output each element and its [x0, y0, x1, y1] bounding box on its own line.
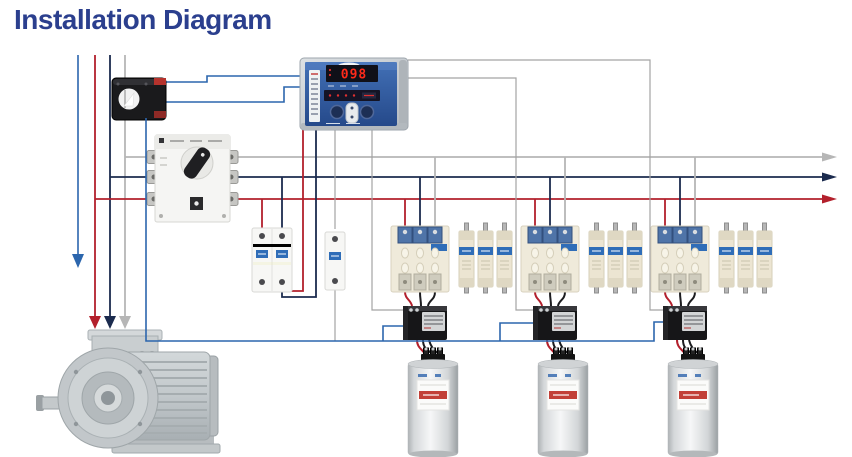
controller-rocker [345, 102, 359, 124]
capacitor-2 [537, 347, 589, 457]
bus-s-arrow-icon [822, 172, 837, 182]
control-fuse-2pole [251, 227, 293, 293]
phase-r-down-arrow-icon [89, 316, 101, 329]
phase-s-down-arrow-icon [104, 316, 116, 329]
display-value: 098 [341, 68, 367, 83]
ct-secondary-wires [166, 75, 300, 103]
contactor-1 [403, 306, 447, 340]
switch-feeds [95, 156, 147, 200]
fuse-base-3 [650, 225, 710, 293]
page-title: Installation Diagram [14, 4, 272, 35]
nh-fuses-2 [588, 222, 643, 294]
contactor-3 [663, 306, 707, 340]
bus-r-arrow-icon [822, 194, 837, 204]
motor [36, 329, 221, 454]
coil-common-chain [145, 118, 663, 342]
blue-down-arrow-icon [72, 254, 84, 268]
capacitor-3 [667, 347, 719, 457]
fuse-base-1 [390, 225, 450, 293]
nh-fuses-1 [458, 222, 513, 294]
bus-lines [238, 152, 837, 204]
current-transformer [111, 77, 167, 121]
ct-window [118, 88, 140, 110]
controller-button-right [359, 104, 375, 120]
branch-phase-taps [404, 157, 696, 227]
main-display [326, 65, 378, 82]
switch-handle [183, 147, 211, 179]
capacitor-1 [407, 347, 459, 457]
fuse-to-contactor-wires [404, 291, 696, 307]
phase-t-down-arrow-icon [119, 316, 131, 329]
changeover-switch [146, 134, 239, 223]
ct-terminal-red [154, 78, 166, 85]
contactor-2 [533, 306, 577, 340]
power-factor-controller: 098 [299, 57, 409, 131]
bus-t-arrow-icon [822, 152, 837, 162]
controller-button-left [329, 104, 345, 120]
control-fuse-1pole [324, 231, 346, 291]
fuse-base-2 [520, 225, 580, 293]
contactor-coil-feeds [371, 59, 663, 311]
nh-fuses-3 [718, 222, 773, 294]
